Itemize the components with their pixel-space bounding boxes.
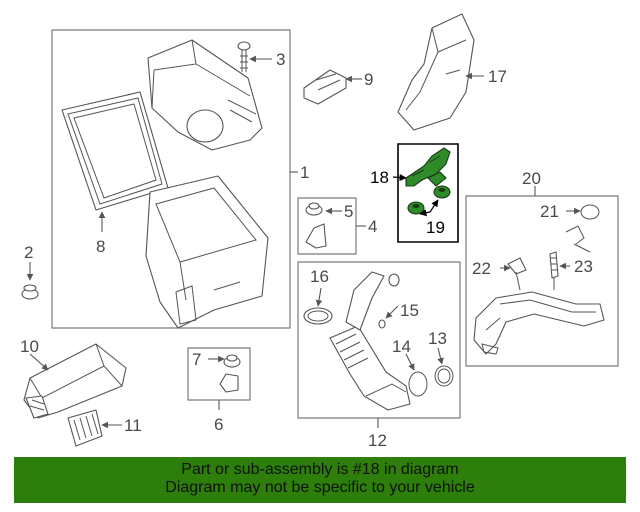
callout-box-1 <box>51 29 291 329</box>
callout-5: 5 <box>344 202 353 221</box>
bracket-group-6: 7 6 <box>187 347 251 434</box>
callout-13: 13 <box>428 329 447 348</box>
clamp-14 <box>408 371 428 397</box>
callout-12: 12 <box>368 431 387 450</box>
sensor-part-9: 9 <box>303 69 373 105</box>
callout-17: 17 <box>488 67 507 86</box>
grommet-part-19[interactable] <box>407 185 451 215</box>
highlight-box <box>397 143 459 243</box>
callout-15: 15 <box>400 301 419 320</box>
banner-line-part: Part or sub-assembly is #18 in diagram <box>181 461 459 478</box>
callout-21: 21 <box>540 202 559 221</box>
callout-23: 23 <box>574 257 593 276</box>
clip-part <box>565 225 591 253</box>
intake-hose-group-12: 16 15 14 13 12 <box>297 261 461 450</box>
callout-6: 6 <box>214 415 223 434</box>
air-cleaner-upper-housing <box>147 39 263 151</box>
bolt-part-3 <box>237 41 251 72</box>
callout-19: 19 <box>426 218 445 237</box>
air-cleaner-assembly-group: 3 1 8 <box>51 29 309 329</box>
intake-hose <box>329 271 411 411</box>
part-info-banner: Part or sub-assembly is #18 in diagram D… <box>14 457 626 503</box>
outlet-pipe <box>473 291 605 355</box>
grille-part-11: 11 <box>67 409 142 447</box>
callout-3: 3 <box>276 50 285 69</box>
callout-box-6 <box>187 347 251 401</box>
callout-2: 2 <box>24 243 33 262</box>
callout-1: 1 <box>300 163 309 182</box>
callout-16: 16 <box>310 267 329 286</box>
callout-14: 14 <box>392 337 411 356</box>
seal-13 <box>434 365 454 387</box>
callout-20: 20 <box>522 169 541 188</box>
sensor-part-23 <box>549 251 559 290</box>
banner-line-disclaimer: Diagram may not be specific to your vehi… <box>165 479 475 496</box>
callout-4: 4 <box>368 217 377 236</box>
callout-22: 22 <box>472 259 491 278</box>
callout-box-12 <box>297 261 461 419</box>
highlighted-part-group-18-19[interactable]: 18 19 <box>370 143 459 243</box>
callout-18: 18 <box>370 168 389 187</box>
callout-7: 7 <box>192 350 201 369</box>
intake-duct-part-10: 10 <box>20 337 127 419</box>
air-cleaner-lower-housing <box>145 175 269 329</box>
callout-box-4 <box>297 197 357 255</box>
bracket-group-4: 5 4 <box>297 197 377 255</box>
sensor-part-22 <box>507 257 527 291</box>
callout-8: 8 <box>96 237 105 256</box>
callout-9: 9 <box>364 70 373 89</box>
grommet-part-2: 2 <box>21 243 39 300</box>
callout-11: 11 <box>124 416 142 435</box>
bracket-part-18[interactable] <box>405 147 451 187</box>
resonator-part-17: 17 <box>397 13 507 131</box>
seal-21 <box>580 204 600 220</box>
callout-10: 10 <box>20 337 39 356</box>
outlet-pipe-group-20: 20 21 22 23 <box>465 169 619 367</box>
callout-box-20 <box>465 195 619 367</box>
